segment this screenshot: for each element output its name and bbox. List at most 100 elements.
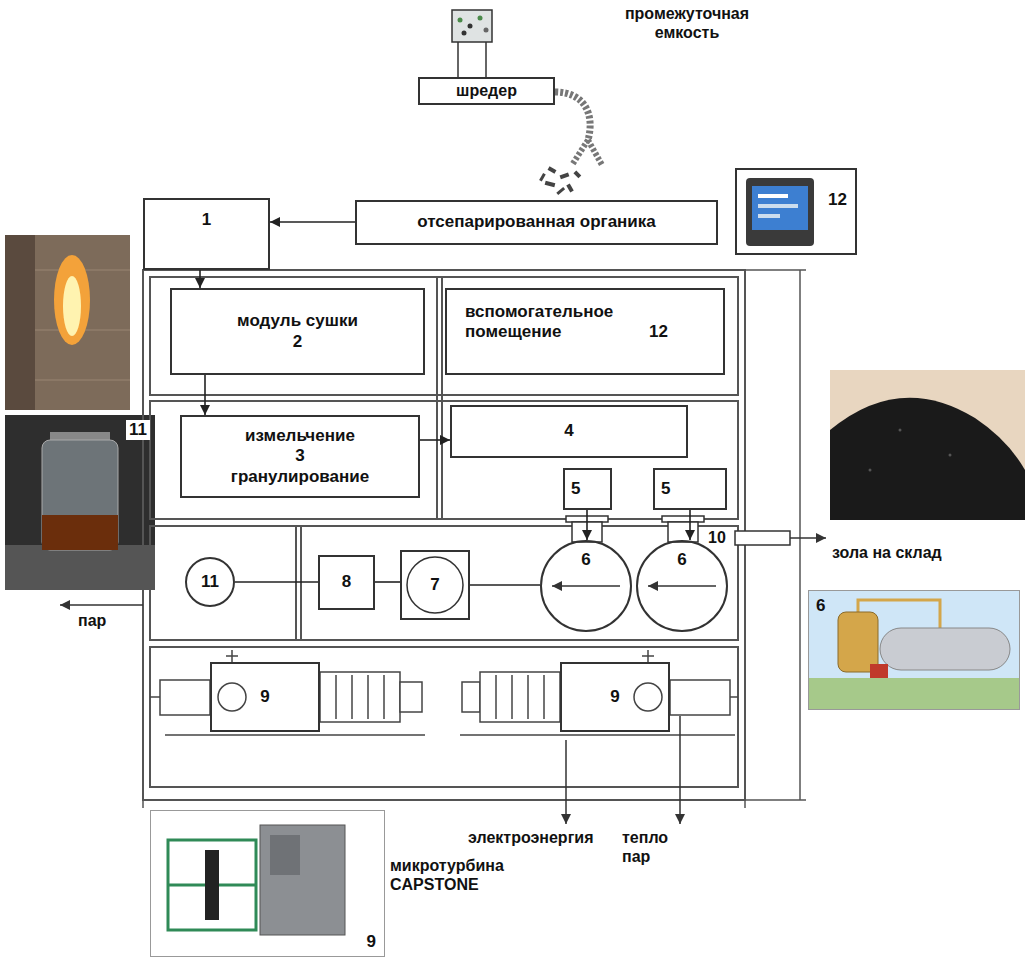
microturbine-drawing [335,675,337,719]
controller-panel [758,214,780,218]
output-arrows [679,716,681,824]
shredded-pieces [573,170,581,178]
flow-label: зола на склад [832,543,942,562]
callout-number: 12 [649,322,668,342]
reactor-image [880,628,1010,670]
jar-photo [5,415,155,590]
microturbine-drawing [320,672,400,722]
flow-connector [375,581,400,583]
input-box: отсепарированная органика [355,200,718,245]
reactor-drum-detail [552,585,620,587]
controller-panel [746,178,814,246]
reactor-drum-detail [552,516,716,586]
building-frame [150,401,738,519]
building-frame [143,270,745,800]
shredded-pieces [545,181,556,187]
photo-frame: 6 [808,590,1020,710]
jar-photo [42,515,118,550]
node-text: 1 [202,210,211,230]
building-frame [300,526,302,640]
flow-connector [270,221,355,223]
dimension-lines [143,799,806,801]
flow-connector [689,510,691,540]
building-frame [150,647,738,787]
output-arrows [565,740,567,824]
feeder-box: 5 [653,468,727,510]
controller-panel [758,204,798,208]
callout-number: 3 [295,446,304,466]
node-text: 4 [564,421,573,441]
microturbine-drawing [226,655,238,657]
microturbine-drawing [543,675,545,719]
node-text: 12 [828,190,847,210]
flow-connector [235,581,318,583]
ash-photo [869,469,872,472]
reactor-image [808,678,1020,710]
building-frame [143,270,745,800]
output-arrows [790,537,826,539]
microturbine-drawing [367,675,369,719]
node-text: 5 [571,479,580,499]
microturbine-drawing [165,734,425,736]
node-text: 6 [816,596,825,616]
shredded-pieces [539,173,546,181]
reactor-drum-detail [662,516,704,522]
jar-photo [5,415,155,590]
turbine-gearbox: 9 [560,662,670,732]
microturbine-drawing [400,682,422,712]
flow-connector [204,375,206,415]
node-text: 11 [126,420,150,440]
reactor-drum: 6 [636,540,728,632]
microturbine-drawing [634,683,662,711]
intermediate-tank [468,24,473,29]
microturbine-drawing [511,675,513,719]
building-frame [150,277,738,395]
microturbine-drawing [730,696,738,698]
microturbine-drawing [383,675,385,719]
filter-box: 8 [318,555,375,610]
ash-photo [830,370,1025,520]
intermediate-tank [452,10,492,77]
building-frame [436,277,438,519]
dimension-lines [142,793,144,808]
reactor-image [808,590,1020,710]
capstone-image [168,840,256,930]
building-frame [150,526,738,640]
tank-circle: 11 [185,557,235,607]
shredder-hose [555,92,590,140]
jar-photo [5,545,155,590]
output-arrows [60,531,826,824]
reactor-drum: 6 [540,540,632,632]
microturbine-drawing [150,650,738,735]
flame-photo [54,255,90,345]
flame-photo [35,380,130,381]
node-text: 5 [661,479,670,499]
ash-photo [899,429,902,432]
flame-photo [63,276,81,336]
capstone-image [168,840,256,930]
controller-panel [752,186,808,230]
shredder-hose [588,140,602,165]
callout-number: 2 [293,332,302,352]
node-text: 6 [581,550,590,570]
shredder-hose [555,92,602,165]
dimension-lines [745,269,806,271]
flow-label: пар [78,611,106,630]
controller-panel [758,194,788,198]
hopper-box: 4 [450,405,688,458]
node-text: шредер [456,81,517,100]
cyclone-detail [407,557,463,613]
node-text: 9 [367,932,376,952]
flow-connector [470,584,540,586]
node-text: 6 [677,550,686,570]
callout-number: гранулирование [231,467,369,487]
intermediate-tank [485,42,487,77]
capstone-image [168,825,345,935]
node-text: измельчение [245,426,355,446]
intermediate-tank [478,16,483,21]
ash-photo [949,454,952,457]
flow-label: тепло пар [622,828,680,866]
ash-photo [830,370,1025,520]
node-text: 9 [260,687,269,707]
flame-photo [5,235,130,410]
